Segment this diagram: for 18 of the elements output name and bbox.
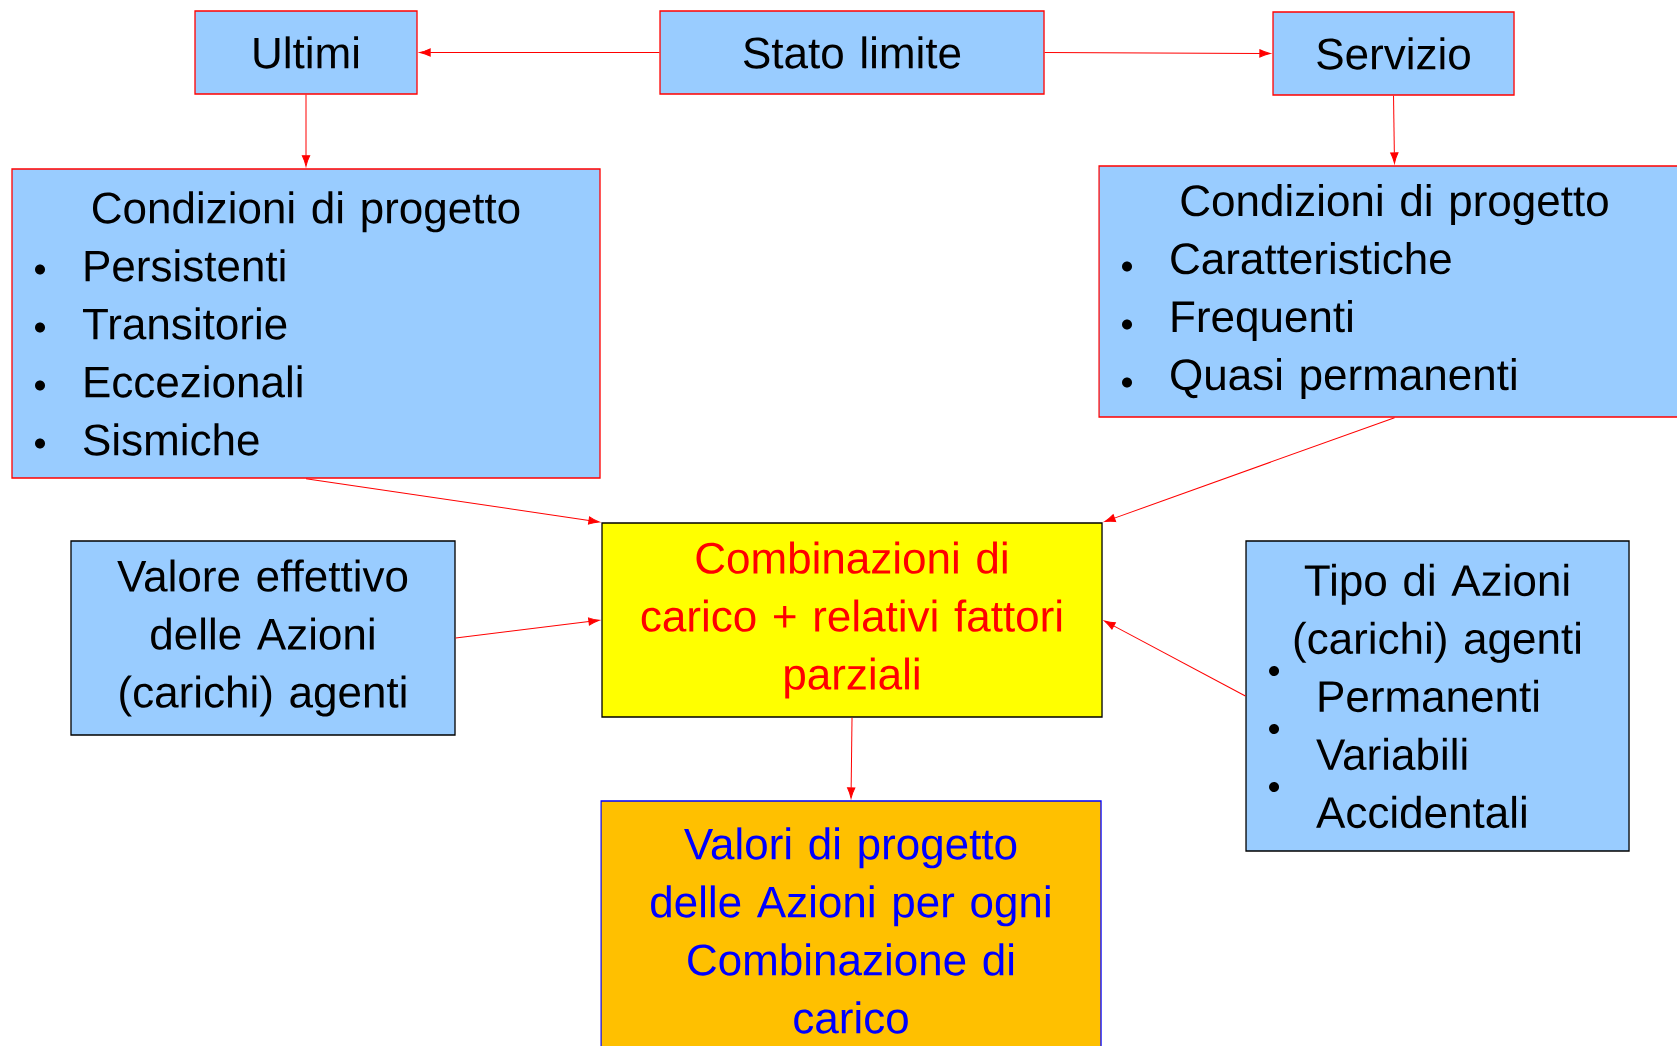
list-box: Tipo di Azioni (carichi) agenti Permanenti Variabili Accidentali xyxy=(1245,540,1630,852)
arrow xyxy=(1390,95,1399,164)
input-box: Valore effettivo delle Azioni (carichi) agenti xyxy=(70,540,456,736)
result-box: Valori di progetto delle Azioni per ogni Combinazione di carico xyxy=(600,800,1102,1046)
arrow xyxy=(301,94,311,167)
arrow xyxy=(419,48,660,57)
arrow xyxy=(1104,620,1246,697)
list-box: Condizioni di progetto Persistenti Transitorie Eccezionali Sismiche xyxy=(11,168,601,479)
arrow xyxy=(847,717,856,799)
arrow xyxy=(1104,417,1395,523)
category-box: Servizio xyxy=(1272,11,1515,96)
list-box: Condizioni di progetto Caratteristiche Frequenti Quasi permanenti xyxy=(1098,165,1677,418)
process-box: Combinazioni di carico + relativi fattori parziali xyxy=(601,522,1103,718)
category-box: Ultimi xyxy=(194,10,418,95)
arrow xyxy=(305,478,600,525)
arrow xyxy=(455,617,600,639)
arrow xyxy=(1044,49,1271,58)
title-box: Stato limite xyxy=(659,10,1045,95)
